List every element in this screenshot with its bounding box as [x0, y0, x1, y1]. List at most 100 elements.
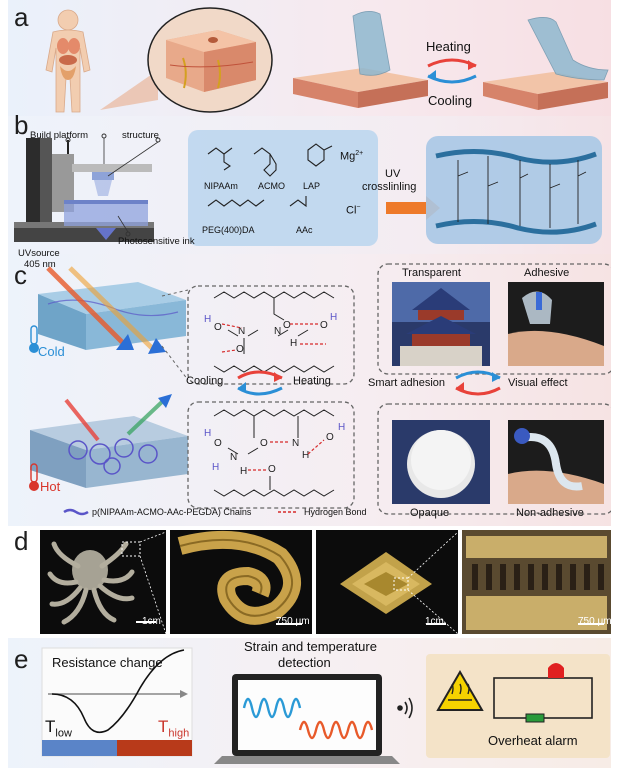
svg-text:O: O: [268, 464, 276, 475]
panel-b-illustration: [14, 130, 602, 246]
hot-molecular-box: [187, 401, 355, 509]
laptop-icon: [214, 674, 400, 764]
svg-text:O: O: [214, 322, 222, 333]
svg-text:O: O: [320, 320, 328, 331]
cooling-heating-cycle-arrows: [237, 370, 283, 396]
monomer-pegda: PEG(400)DA: [202, 225, 255, 235]
svg-text:H: H: [302, 450, 309, 461]
adhesion-visual-cycle-arrows: [455, 370, 501, 396]
detection-title-line2: detection: [278, 655, 331, 670]
scale-bar-750um-b: 750 μm: [578, 616, 612, 627]
hot-hydrogen-bonds: [248, 439, 325, 471]
spiral-tentacle-micrograph: [170, 530, 312, 634]
svg-text:H: H: [338, 422, 345, 433]
hot-surface-warning-icon: [436, 670, 484, 711]
mg-ion: Mg2+: [340, 150, 364, 163]
detection-title-line1: Strain and temperature: [244, 639, 377, 654]
svg-text:O: O: [214, 438, 222, 449]
hot-gel-block: [30, 394, 188, 488]
adhesive-label: Adhesive: [524, 267, 570, 279]
cold-hydrogen-bonds: [221, 323, 326, 353]
svg-text:O: O: [260, 438, 268, 449]
non-adhesive-label: Non-adhesive: [516, 507, 584, 519]
panel-c-cooling-label: Cooling: [186, 375, 224, 387]
build-platform-label: Build platform: [30, 130, 89, 141]
crosslinking-label: crosslinling: [362, 181, 417, 193]
skin-block-cooling: [483, 17, 609, 110]
hot-label: Hot: [40, 479, 61, 494]
pyramid-detail-micrograph: [462, 530, 611, 634]
panel-e-illustration: [41, 647, 610, 764]
wireless-signal-icon: [397, 697, 413, 719]
scale-bar-1cm-b: 1cm: [425, 616, 444, 627]
heating-cooling-cycle-arrows: [427, 58, 477, 84]
svg-text:H: H: [290, 338, 297, 349]
legend-chains-label: p(NIPAAm-ACMO-AAc-PEGDA) Chains: [92, 507, 252, 517]
svg-text:N: N: [292, 438, 299, 449]
svg-text:O: O: [326, 432, 334, 443]
t-high-label: Thigh: [158, 717, 190, 740]
uv-wavelength-label: 405 nm: [24, 259, 56, 270]
visual-effect-label: Visual effect: [508, 377, 568, 389]
scale-bar-1cm-a: 1cm: [142, 616, 161, 627]
svg-text:H: H: [212, 462, 219, 473]
transparent-temple-photo: [392, 282, 490, 366]
cold-thermometer-icon: [29, 325, 39, 353]
zoom-beam: [100, 70, 158, 110]
hot-strip: [117, 740, 192, 756]
panel-a-cooling-label: Cooling: [428, 93, 473, 108]
panel-label-d: d: [14, 526, 29, 556]
octopus-print-photo: [40, 530, 167, 635]
hot-molecule-structure: [213, 409, 335, 497]
t-low-label: Tlow: [45, 717, 72, 740]
monomer-box: [188, 130, 378, 246]
panel-c-heating-label: Heating: [293, 375, 331, 387]
cold-molecule-structure: [213, 291, 335, 373]
3d-printer-icon: [14, 138, 154, 242]
uv-label: UV: [385, 168, 401, 180]
cold-strip: [42, 740, 117, 756]
resistance-curve: [51, 649, 185, 734]
hot-thermometer-icon: [29, 463, 39, 491]
monomer-nipaam: NIPAAm: [204, 181, 238, 191]
photosensitive-ink-label: Photosensitive ink: [118, 236, 195, 247]
panel-label-c: c: [14, 260, 27, 290]
strain-signal-wave: [242, 697, 302, 719]
structure-label: structure: [122, 130, 159, 141]
monomer-aac: AAc: [296, 225, 313, 235]
polymer-network: [435, 149, 597, 235]
smart-adhesion-label: Smart adhesion: [368, 377, 446, 389]
panel-d-photos: [40, 530, 611, 635]
svg-text:H: H: [240, 466, 247, 477]
alarm-circuit: [493, 663, 593, 723]
pyramid-print-photo: [316, 530, 459, 635]
monomer-lap: LAP: [303, 181, 321, 191]
overheat-alarm-box: [426, 654, 610, 758]
scale-bar-750um-a: 750 μm: [276, 616, 310, 627]
alarm-siren-icon: [548, 663, 564, 678]
monomer-structures: [207, 143, 333, 208]
svg-text:N: N: [238, 326, 245, 337]
resistance-graph-box: [41, 647, 193, 757]
cold-gel-block: [38, 266, 186, 354]
svg-text:H: H: [204, 428, 211, 439]
opaque-label: Opaque: [410, 507, 450, 519]
svg-text:O: O: [283, 320, 291, 331]
cold-molecular-box: [187, 285, 355, 385]
panel-label-a: a: [14, 2, 29, 32]
svg-text:N: N: [274, 326, 281, 337]
transparent-adhesive-box: [377, 263, 611, 375]
panel-a-illustration: [45, 7, 609, 113]
opaque-nonadhesive-box: [377, 403, 611, 515]
skin-zoom-circle: [147, 7, 273, 113]
panel-label-b: b: [14, 110, 29, 140]
resistance-change-label: Resistance change: [52, 655, 163, 670]
svg-text:N: N: [230, 452, 237, 463]
cold-label: Cold: [38, 344, 65, 359]
transparent-label: Transparent: [402, 267, 461, 279]
non-adhesive-hand-photo: [508, 420, 604, 504]
legend-chain-symbol: [63, 508, 89, 516]
